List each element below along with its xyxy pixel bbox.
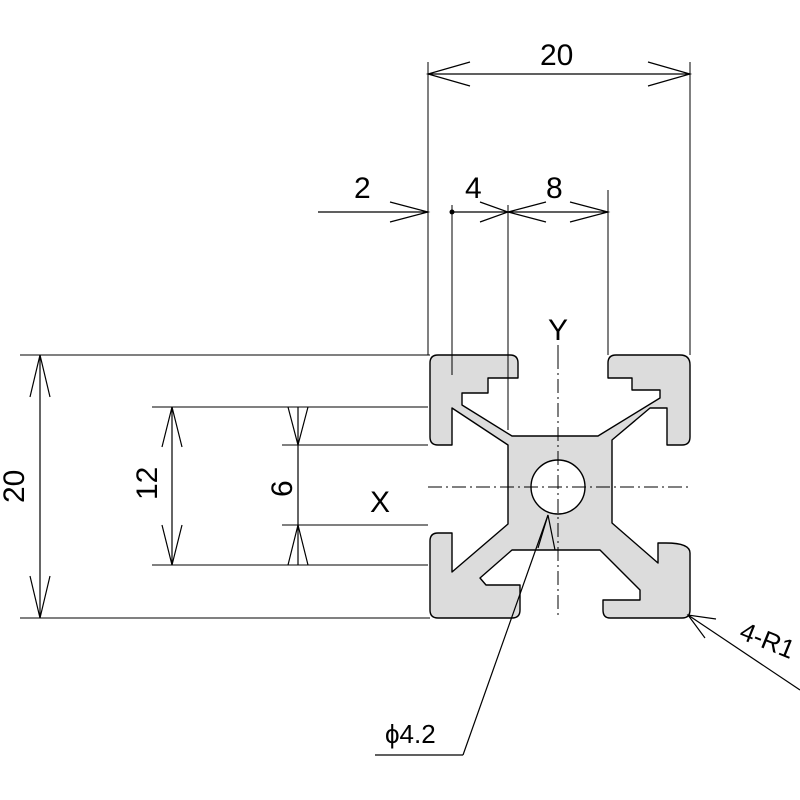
slot-depth-outer-dimension: 12 [131, 406, 428, 566]
arrowhead [647, 61, 693, 87]
arrowhead [537, 514, 556, 551]
arrowhead [287, 524, 309, 566]
center-lines [428, 345, 690, 615]
bore-diameter-label: ϕ4.2 [385, 719, 436, 749]
corner-radius-label: 4-R1 [736, 616, 799, 665]
arrowhead [161, 524, 183, 566]
overall-height-dimension: 20 [0, 354, 430, 619]
slot-opening-label: 8 [546, 172, 563, 205]
arrowhead [686, 614, 717, 639]
overall-height-label: 20 [0, 470, 31, 503]
slot-depth-outer-label: 12 [131, 467, 164, 500]
bore-callout: ϕ4.2 [375, 514, 556, 756]
y-axis-label: Y [548, 314, 568, 347]
arrowhead [29, 575, 51, 619]
slot-detail-dimensions: 2 4 8 [318, 172, 611, 430]
overall-width-label: 20 [540, 39, 573, 72]
arrowhead [161, 406, 183, 448]
arrowhead [569, 201, 611, 223]
corner-radius-callout: 4-R1 [686, 614, 800, 691]
arrowhead [287, 406, 309, 448]
x-axis-label: X [370, 486, 390, 519]
lip-width-label: 4 [465, 172, 482, 205]
slot-depth-inner-dimension: 6 [266, 406, 428, 566]
slot-depth-inner-label: 6 [266, 480, 299, 497]
arrowhead [389, 201, 431, 223]
overall-width-dimension: 20 [425, 39, 693, 355]
arrowhead [505, 201, 547, 223]
edge-offset-label: 2 [354, 172, 371, 205]
arrowhead [29, 354, 51, 398]
arrowhead [425, 61, 471, 87]
